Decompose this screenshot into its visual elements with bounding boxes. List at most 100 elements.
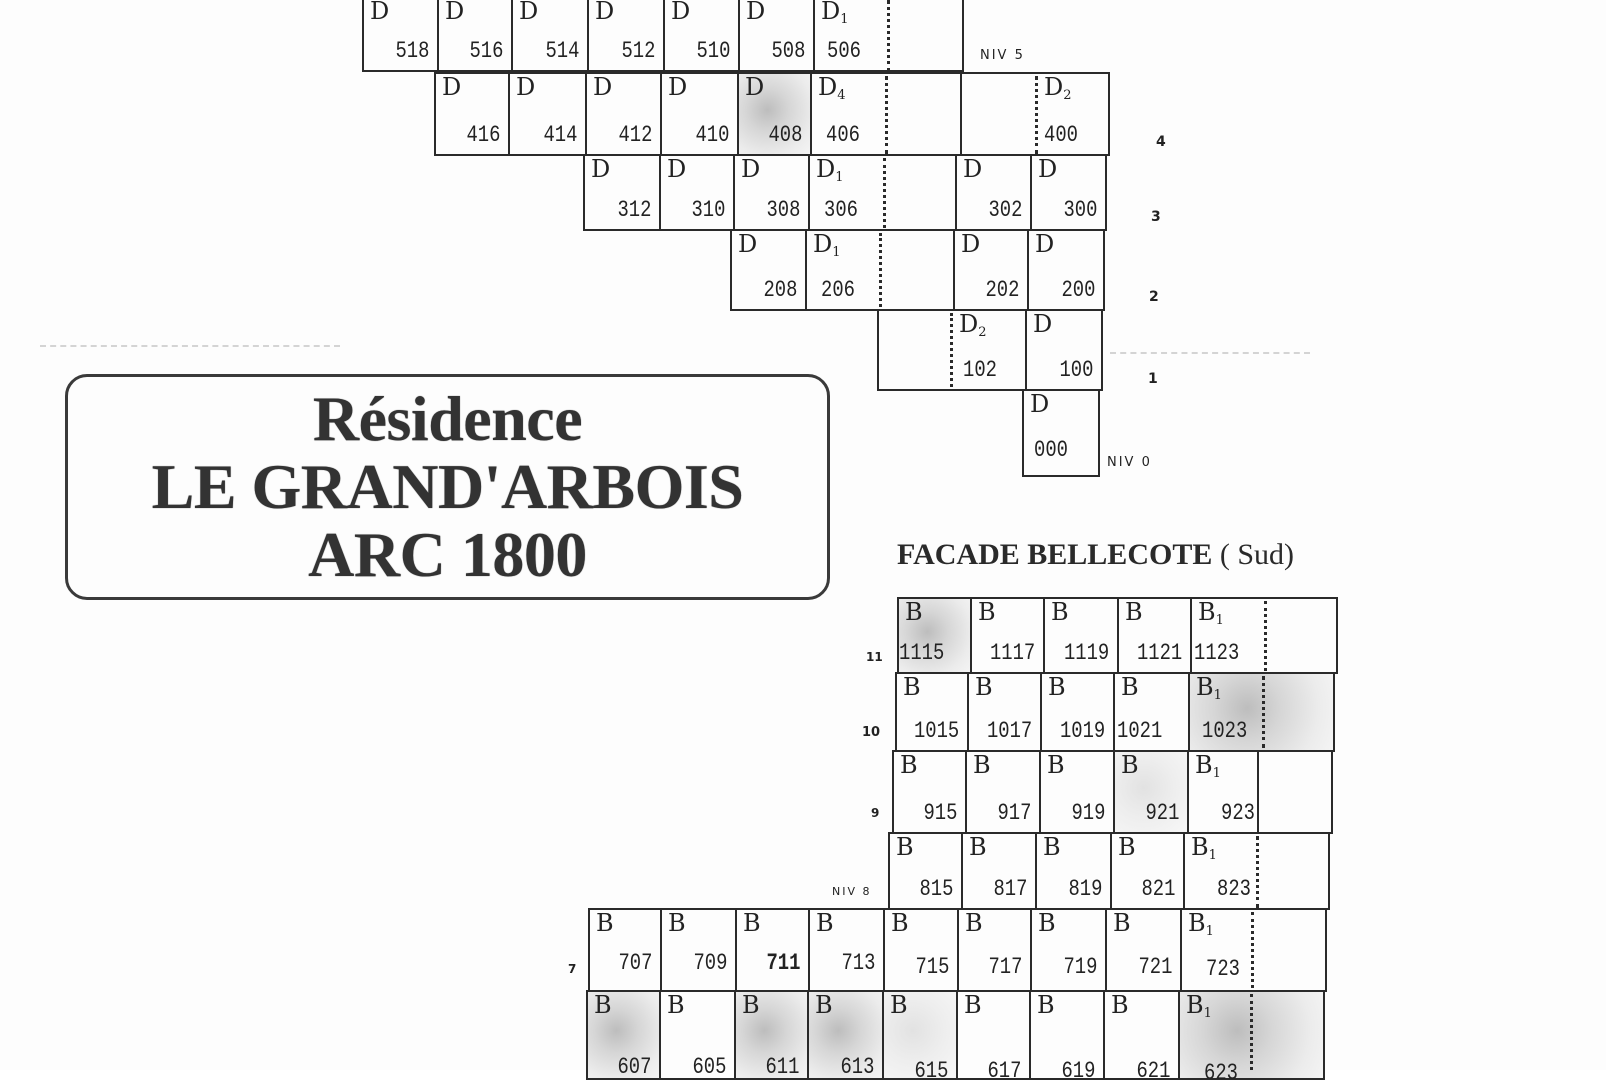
unit-615[interactable]: B 615 <box>882 990 958 1084</box>
unit-815[interactable]: B 815 <box>888 832 963 910</box>
unit-type: D <box>1038 155 1058 183</box>
unit-717[interactable]: B 717 <box>957 908 1032 992</box>
unit-200[interactable]: D 200 <box>1027 229 1105 311</box>
unit-number: 406 <box>826 122 860 148</box>
unit-518[interactable]: D 518 <box>362 0 439 72</box>
unit-412[interactable]: D 412 <box>585 72 662 156</box>
partition-dotted-line <box>879 233 882 307</box>
unit-1017[interactable]: B 1017 <box>967 672 1042 752</box>
unit-number: 611 <box>765 1054 799 1080</box>
unit-302[interactable]: D 302 <box>955 154 1032 231</box>
unit-number: 1119 <box>1063 640 1109 666</box>
unit-number: 919 <box>1071 800 1105 826</box>
unit-number: 408 <box>768 122 802 148</box>
unit-617[interactable]: B 617 <box>956 990 1031 1084</box>
unit-711[interactable]: B 711 <box>735 908 810 992</box>
unit-821[interactable]: B 821 <box>1110 832 1185 910</box>
unit-208[interactable]: D 208 <box>730 229 807 311</box>
level-label-4: 4 <box>1156 134 1166 150</box>
unit-312[interactable]: D 312 <box>583 154 661 231</box>
unit-516[interactable]: D 516 <box>437 0 513 72</box>
unit-921[interactable]: B 921 <box>1113 750 1189 834</box>
unit-923[interactable]: B1 923 <box>1187 750 1333 834</box>
unit-709[interactable]: B 709 <box>660 908 737 992</box>
unit-1117[interactable]: B 1117 <box>970 597 1045 674</box>
unit-1023[interactable]: B1 1023 <box>1188 672 1335 752</box>
unit-611[interactable]: B 611 <box>734 990 809 1080</box>
unit-1119[interactable]: B 1119 <box>1043 597 1119 674</box>
unit-416[interactable]: D 416 <box>434 72 510 156</box>
unit-number: 613 <box>840 1054 874 1080</box>
unit-817[interactable]: B 817 <box>961 832 1037 910</box>
unit-type: D2 <box>1044 73 1072 103</box>
partition-dotted-line <box>1262 676 1265 748</box>
unit-number: 1117 <box>989 640 1035 666</box>
unit-514[interactable]: D 514 <box>511 0 589 72</box>
unit-917[interactable]: B 917 <box>965 750 1041 834</box>
unit-number: 713 <box>841 950 875 976</box>
unit-type: B <box>1121 751 1139 779</box>
unit-713[interactable]: B 713 <box>808 908 885 992</box>
level-label-9: 9 <box>871 806 880 820</box>
unit-406[interactable]: D4 406 <box>810 72 962 156</box>
unit-310[interactable]: D 310 <box>659 154 735 231</box>
unit-308[interactable]: D 308 <box>733 154 810 231</box>
unit-100[interactable]: D 100 <box>1025 309 1103 391</box>
unit-1021[interactable]: B 1021 <box>1113 672 1190 752</box>
unit-type: B <box>667 991 685 1019</box>
unit-410[interactable]: D 410 <box>660 72 739 156</box>
unit-512[interactable]: D 512 <box>587 0 665 72</box>
unit-1019[interactable]: B 1019 <box>1040 672 1115 752</box>
unit-number: 817 <box>993 876 1027 902</box>
unit-number: 206 <box>821 277 855 303</box>
unit-721[interactable]: B 721 <box>1105 908 1182 992</box>
unit-type: B <box>1118 833 1136 861</box>
unit-number: 000 <box>1034 437 1068 463</box>
unit-300[interactable]: D 300 <box>1030 154 1107 231</box>
level-label-niv-0: NIV 0 <box>1107 455 1152 470</box>
unit-408[interactable]: D 408 <box>737 72 812 156</box>
unit-type: B <box>975 673 993 701</box>
unit-number: 1123 <box>1194 640 1240 666</box>
unit-number: 506 <box>827 38 861 64</box>
unit-605[interactable]: B 605 <box>659 990 736 1080</box>
unit-1115[interactable]: B 1115 <box>897 597 972 674</box>
unit-number: 308 <box>766 197 800 223</box>
unit-707[interactable]: B 707 <box>588 908 662 992</box>
unit-number: 615 <box>914 1058 948 1084</box>
unit-number: 1021 <box>1117 718 1163 744</box>
unit-number: 815 <box>919 876 953 902</box>
unit-type: D <box>516 73 536 101</box>
unit-type: B1 <box>1195 751 1221 781</box>
unit-000[interactable]: D 000 <box>1022 389 1100 477</box>
level-label-10: 10 <box>862 725 881 740</box>
unit-1015[interactable]: B 1015 <box>895 672 969 752</box>
unit-202[interactable]: D 202 <box>953 229 1029 311</box>
unit-type: B <box>964 991 982 1019</box>
unit-type: D2 <box>959 310 987 340</box>
level-label-1: 1 <box>1148 371 1158 387</box>
unit-508[interactable]: D 508 <box>738 0 815 72</box>
level-label-2: 2 <box>1149 289 1159 305</box>
unit-607[interactable]: B 607 <box>586 990 661 1080</box>
unit-719[interactable]: B 719 <box>1030 908 1107 992</box>
unit-number: 721 <box>1138 954 1172 980</box>
partition-dotted-line <box>1264 601 1267 671</box>
unit-619[interactable]: B 619 <box>1029 990 1105 1084</box>
unit-510[interactable]: D 510 <box>663 0 740 72</box>
unit-type: B1 <box>1196 673 1222 703</box>
unit-414[interactable]: D 414 <box>508 72 587 156</box>
unit-type: B <box>1111 991 1129 1019</box>
unit-919[interactable]: B 919 <box>1039 750 1115 834</box>
unit-613[interactable]: B 613 <box>807 990 884 1080</box>
unit-type: B <box>594 991 612 1019</box>
unit-type: D <box>963 155 983 183</box>
unit-819[interactable]: B 819 <box>1035 832 1112 910</box>
unit-type: B <box>596 909 614 937</box>
unit-number: 715 <box>915 954 949 980</box>
unit-915[interactable]: B 915 <box>892 750 967 834</box>
unit-715[interactable]: B 715 <box>883 908 959 992</box>
unit-number: 917 <box>997 800 1031 826</box>
unit-621[interactable]: B 621 <box>1103 990 1180 1084</box>
unit-1121[interactable]: B 1121 <box>1117 597 1192 674</box>
